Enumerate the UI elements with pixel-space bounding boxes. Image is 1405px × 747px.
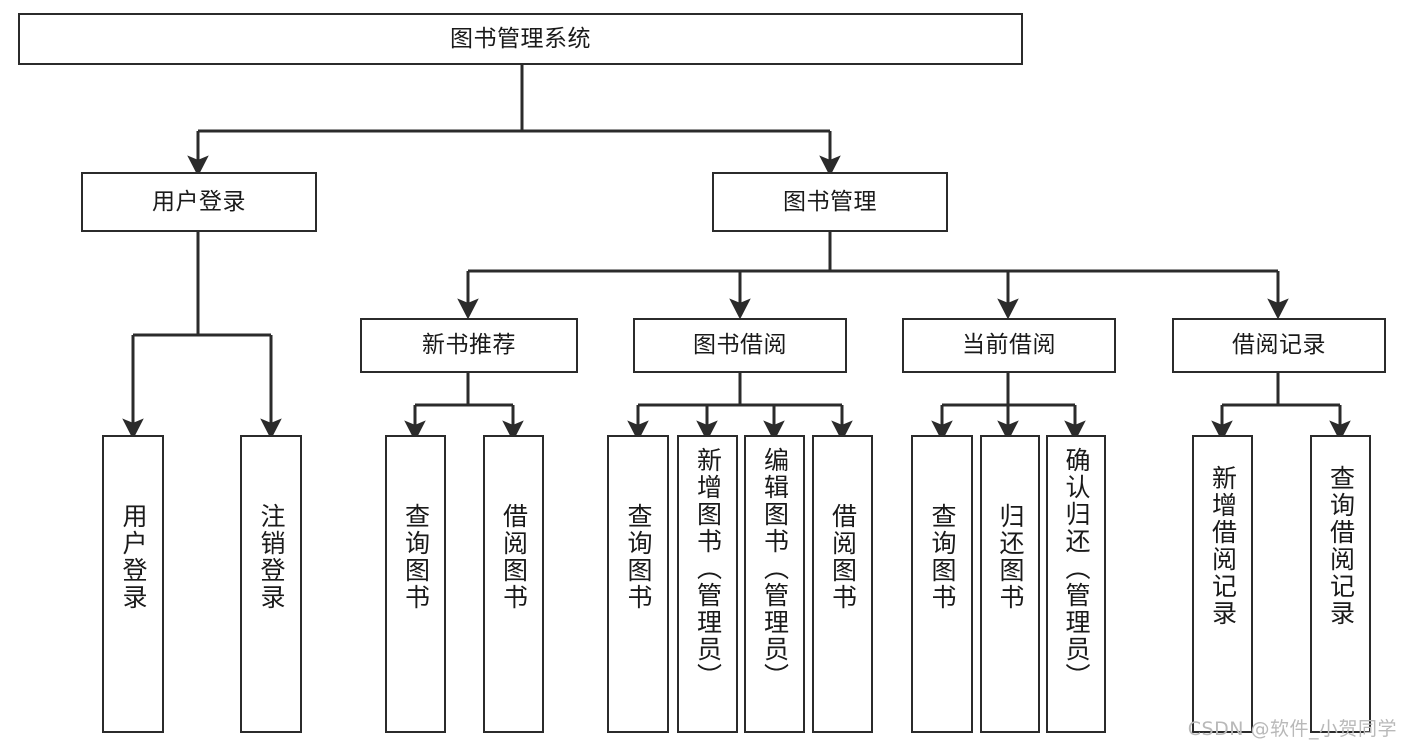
node-borrow-records[interactable]: 借阅记录 xyxy=(1172,318,1386,373)
leaf-query-borrow-record[interactable]: 查询借阅记录 xyxy=(1310,435,1371,733)
node-label: 查询图书 xyxy=(401,503,431,611)
node-label: 借阅图书 xyxy=(499,503,529,611)
node-label: 图书借阅 xyxy=(693,332,787,359)
leaf-add-book-admin[interactable]: 新增图书（管理员） xyxy=(677,435,738,733)
leaf-query-book-current[interactable]: 查询图书 xyxy=(911,435,973,733)
leaf-borrow-book-recommend[interactable]: 借阅图书 xyxy=(483,435,544,733)
node-label: 编辑图书（管理员） xyxy=(760,447,790,690)
node-book-management[interactable]: 图书管理 xyxy=(712,172,948,232)
node-label: 确认归还（管理员） xyxy=(1062,447,1091,690)
node-label: 借阅图书 xyxy=(828,503,858,611)
node-book-borrow[interactable]: 图书借阅 xyxy=(633,318,847,373)
leaf-return-book[interactable]: 归还图书 xyxy=(980,435,1040,733)
node-label: 借阅记录 xyxy=(1232,332,1326,359)
node-root-system[interactable]: 图书管理系统 xyxy=(18,13,1023,65)
node-label: 查询借阅记录 xyxy=(1326,465,1356,627)
node-label: 当前借阅 xyxy=(962,332,1056,359)
node-label: 用户登录 xyxy=(119,503,148,611)
node-label: 用户登录 xyxy=(152,188,246,215)
leaf-user-logout[interactable]: 注销登录 xyxy=(240,435,302,733)
node-current-borrow[interactable]: 当前借阅 xyxy=(902,318,1116,373)
leaf-confirm-return-admin[interactable]: 确认归还（管理员） xyxy=(1046,435,1106,733)
node-label: 归还图书 xyxy=(996,503,1025,611)
leaf-add-borrow-record[interactable]: 新增借阅记录 xyxy=(1192,435,1253,733)
node-label: 图书管理 xyxy=(783,188,877,215)
node-label: 新增借阅记录 xyxy=(1208,465,1238,627)
leaf-query-book-borrow[interactable]: 查询图书 xyxy=(607,435,669,733)
node-label: 新书推荐 xyxy=(422,332,516,359)
watermark: CSDN @软件_小贺同学 xyxy=(1187,718,1397,740)
node-label: 新增图书（管理员） xyxy=(693,447,723,690)
node-label: 图书管理系统 xyxy=(450,25,591,52)
leaf-edit-book-admin[interactable]: 编辑图书（管理员） xyxy=(744,435,805,733)
leaf-user-login[interactable]: 用户登录 xyxy=(102,435,164,733)
leaf-borrow-book[interactable]: 借阅图书 xyxy=(812,435,873,733)
node-label: 查询图书 xyxy=(624,503,653,611)
node-new-book-recommend[interactable]: 新书推荐 xyxy=(360,318,578,373)
node-label: 注销登录 xyxy=(257,503,286,611)
leaf-query-book-recommend[interactable]: 查询图书 xyxy=(385,435,446,733)
node-user-login[interactable]: 用户登录 xyxy=(81,172,317,232)
node-label: 查询图书 xyxy=(928,503,957,611)
